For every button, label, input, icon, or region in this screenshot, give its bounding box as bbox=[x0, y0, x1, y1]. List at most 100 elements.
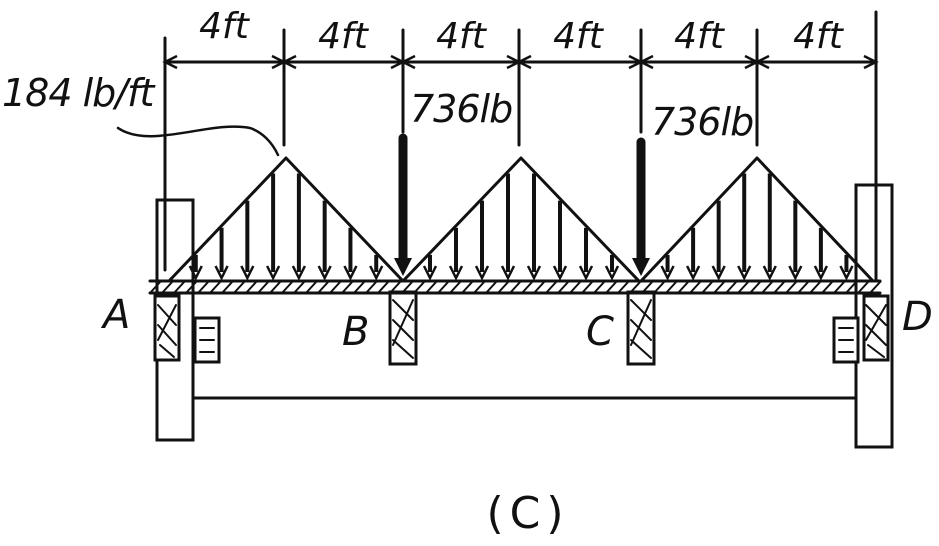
beam-hatch-line bbox=[749, 280, 762, 294]
beam-hatch-line bbox=[341, 280, 354, 294]
beam-hatch-line bbox=[761, 280, 774, 294]
load-arrowhead bbox=[552, 265, 568, 281]
beam-hatch-line bbox=[365, 280, 378, 294]
point-load-c bbox=[632, 137, 650, 276]
beam-hatch-line bbox=[821, 280, 834, 294]
dimension-lines bbox=[162, 10, 879, 282]
load-arrowhead bbox=[265, 265, 281, 281]
beam-hatch-line bbox=[245, 280, 258, 294]
load-arrowhead bbox=[737, 265, 752, 281]
beam-hatch-line bbox=[521, 280, 534, 294]
beam-hatch-line bbox=[833, 280, 846, 294]
beam-hatch-line bbox=[665, 280, 678, 294]
load-arrowhead bbox=[291, 265, 307, 281]
load-arrowhead bbox=[788, 265, 803, 281]
load-arrowhead bbox=[500, 265, 516, 281]
load-arrowhead bbox=[711, 265, 726, 281]
beam-hatch-line bbox=[689, 280, 702, 294]
dimension-label-2: 4ft bbox=[318, 16, 370, 57]
dimension-arrowhead bbox=[281, 54, 297, 70]
load-arrowhead bbox=[369, 265, 384, 281]
beam-hatch-line bbox=[185, 280, 198, 294]
beam-hatch-line bbox=[233, 280, 246, 294]
support-label-a: A bbox=[100, 292, 130, 338]
load-arrowhead bbox=[839, 265, 854, 281]
dimension-label-6: 4ft bbox=[793, 16, 845, 57]
support-post-b bbox=[388, 290, 418, 366]
beam-hatch-line bbox=[149, 280, 162, 294]
beam-hatch-line bbox=[173, 280, 186, 294]
beam-hatch-line bbox=[473, 280, 486, 294]
dimension-arrowhead bbox=[162, 54, 178, 70]
point-load-b bbox=[394, 133, 412, 276]
beam bbox=[148, 279, 882, 295]
distributed-load-leader bbox=[116, 125, 280, 157]
load-arrowhead bbox=[578, 265, 594, 281]
load-arrowhead bbox=[240, 265, 255, 281]
beam-hatch-line bbox=[773, 280, 786, 294]
dimension-arrowhead bbox=[638, 54, 654, 70]
beam-hatch-line bbox=[545, 280, 558, 294]
load-arrowhead bbox=[448, 265, 464, 281]
beam-hatch-line bbox=[629, 280, 642, 294]
beam-hatch-line bbox=[293, 280, 306, 294]
dimension-arrowhead bbox=[863, 54, 879, 70]
dimension-arrowhead bbox=[516, 54, 532, 70]
beam-hatch-line bbox=[869, 280, 882, 294]
beam-hatch-line bbox=[305, 280, 318, 294]
beam-hatch-line bbox=[329, 280, 342, 294]
beam-hatch-line bbox=[413, 280, 426, 294]
beam-hatch-line bbox=[257, 280, 270, 294]
load-arrowhead bbox=[660, 265, 675, 281]
beam-hatch-line bbox=[809, 280, 822, 294]
beam-hatch-line bbox=[845, 280, 858, 294]
beam-hatch-line bbox=[281, 280, 294, 294]
beam-hatch-line bbox=[617, 280, 630, 294]
load-arrowhead bbox=[526, 265, 542, 281]
dimension-label-3: 4ft bbox=[436, 16, 488, 57]
beam-hatch-line bbox=[161, 280, 174, 294]
beam-hatch-line bbox=[449, 280, 462, 294]
right-wall bbox=[854, 183, 894, 449]
beam-hatch-line bbox=[485, 280, 498, 294]
dimension-arrowhead bbox=[400, 54, 416, 70]
dimension-arrowhead bbox=[754, 54, 770, 70]
dimension-label-4: 4ft bbox=[553, 16, 605, 57]
beam-hatch-line bbox=[209, 280, 222, 294]
beam-hatch-line bbox=[581, 280, 594, 294]
beam-hatch-line bbox=[497, 280, 510, 294]
beam-hatch-line bbox=[317, 280, 330, 294]
beam-hatch-line bbox=[653, 280, 666, 294]
load-arrowhead bbox=[188, 265, 203, 281]
beam-hatch-line bbox=[221, 280, 234, 294]
beam-hatch-line bbox=[785, 280, 798, 294]
beam-hatch-line bbox=[593, 280, 606, 294]
beam-hatch-line bbox=[269, 280, 282, 294]
beam-hatch-line bbox=[389, 280, 402, 294]
support-post-c bbox=[626, 290, 656, 366]
figure-caption: (C) bbox=[486, 488, 569, 539]
distributed-load-span-bc bbox=[402, 156, 640, 282]
beam-hatch-line bbox=[461, 280, 474, 294]
point-load-b-label: 736lb bbox=[410, 87, 512, 131]
load-arrowhead bbox=[422, 265, 438, 281]
beam-hatch-line bbox=[857, 280, 870, 294]
load-arrowhead bbox=[474, 265, 490, 281]
beam-hatch-line bbox=[353, 280, 366, 294]
beam-hatch-line bbox=[677, 280, 690, 294]
support-label-b: B bbox=[342, 309, 369, 355]
load-arrowhead bbox=[762, 265, 777, 281]
beam-hatch-line bbox=[797, 280, 810, 294]
distributed-load-label: 184 lb/ft bbox=[2, 71, 156, 115]
support-label-c: C bbox=[586, 309, 614, 355]
beam-hatch-line bbox=[605, 280, 618, 294]
beam-hatch-line bbox=[569, 280, 582, 294]
support-label-d: D bbox=[902, 294, 933, 340]
load-arrowhead bbox=[317, 265, 332, 281]
beam-hatch-line bbox=[197, 280, 210, 294]
load-arrowhead bbox=[685, 265, 701, 281]
beam-hatch-line bbox=[437, 280, 450, 294]
beam-hatch-line bbox=[725, 280, 738, 294]
beam-hatch-line bbox=[641, 280, 654, 294]
beam-hatch-line bbox=[737, 280, 750, 294]
